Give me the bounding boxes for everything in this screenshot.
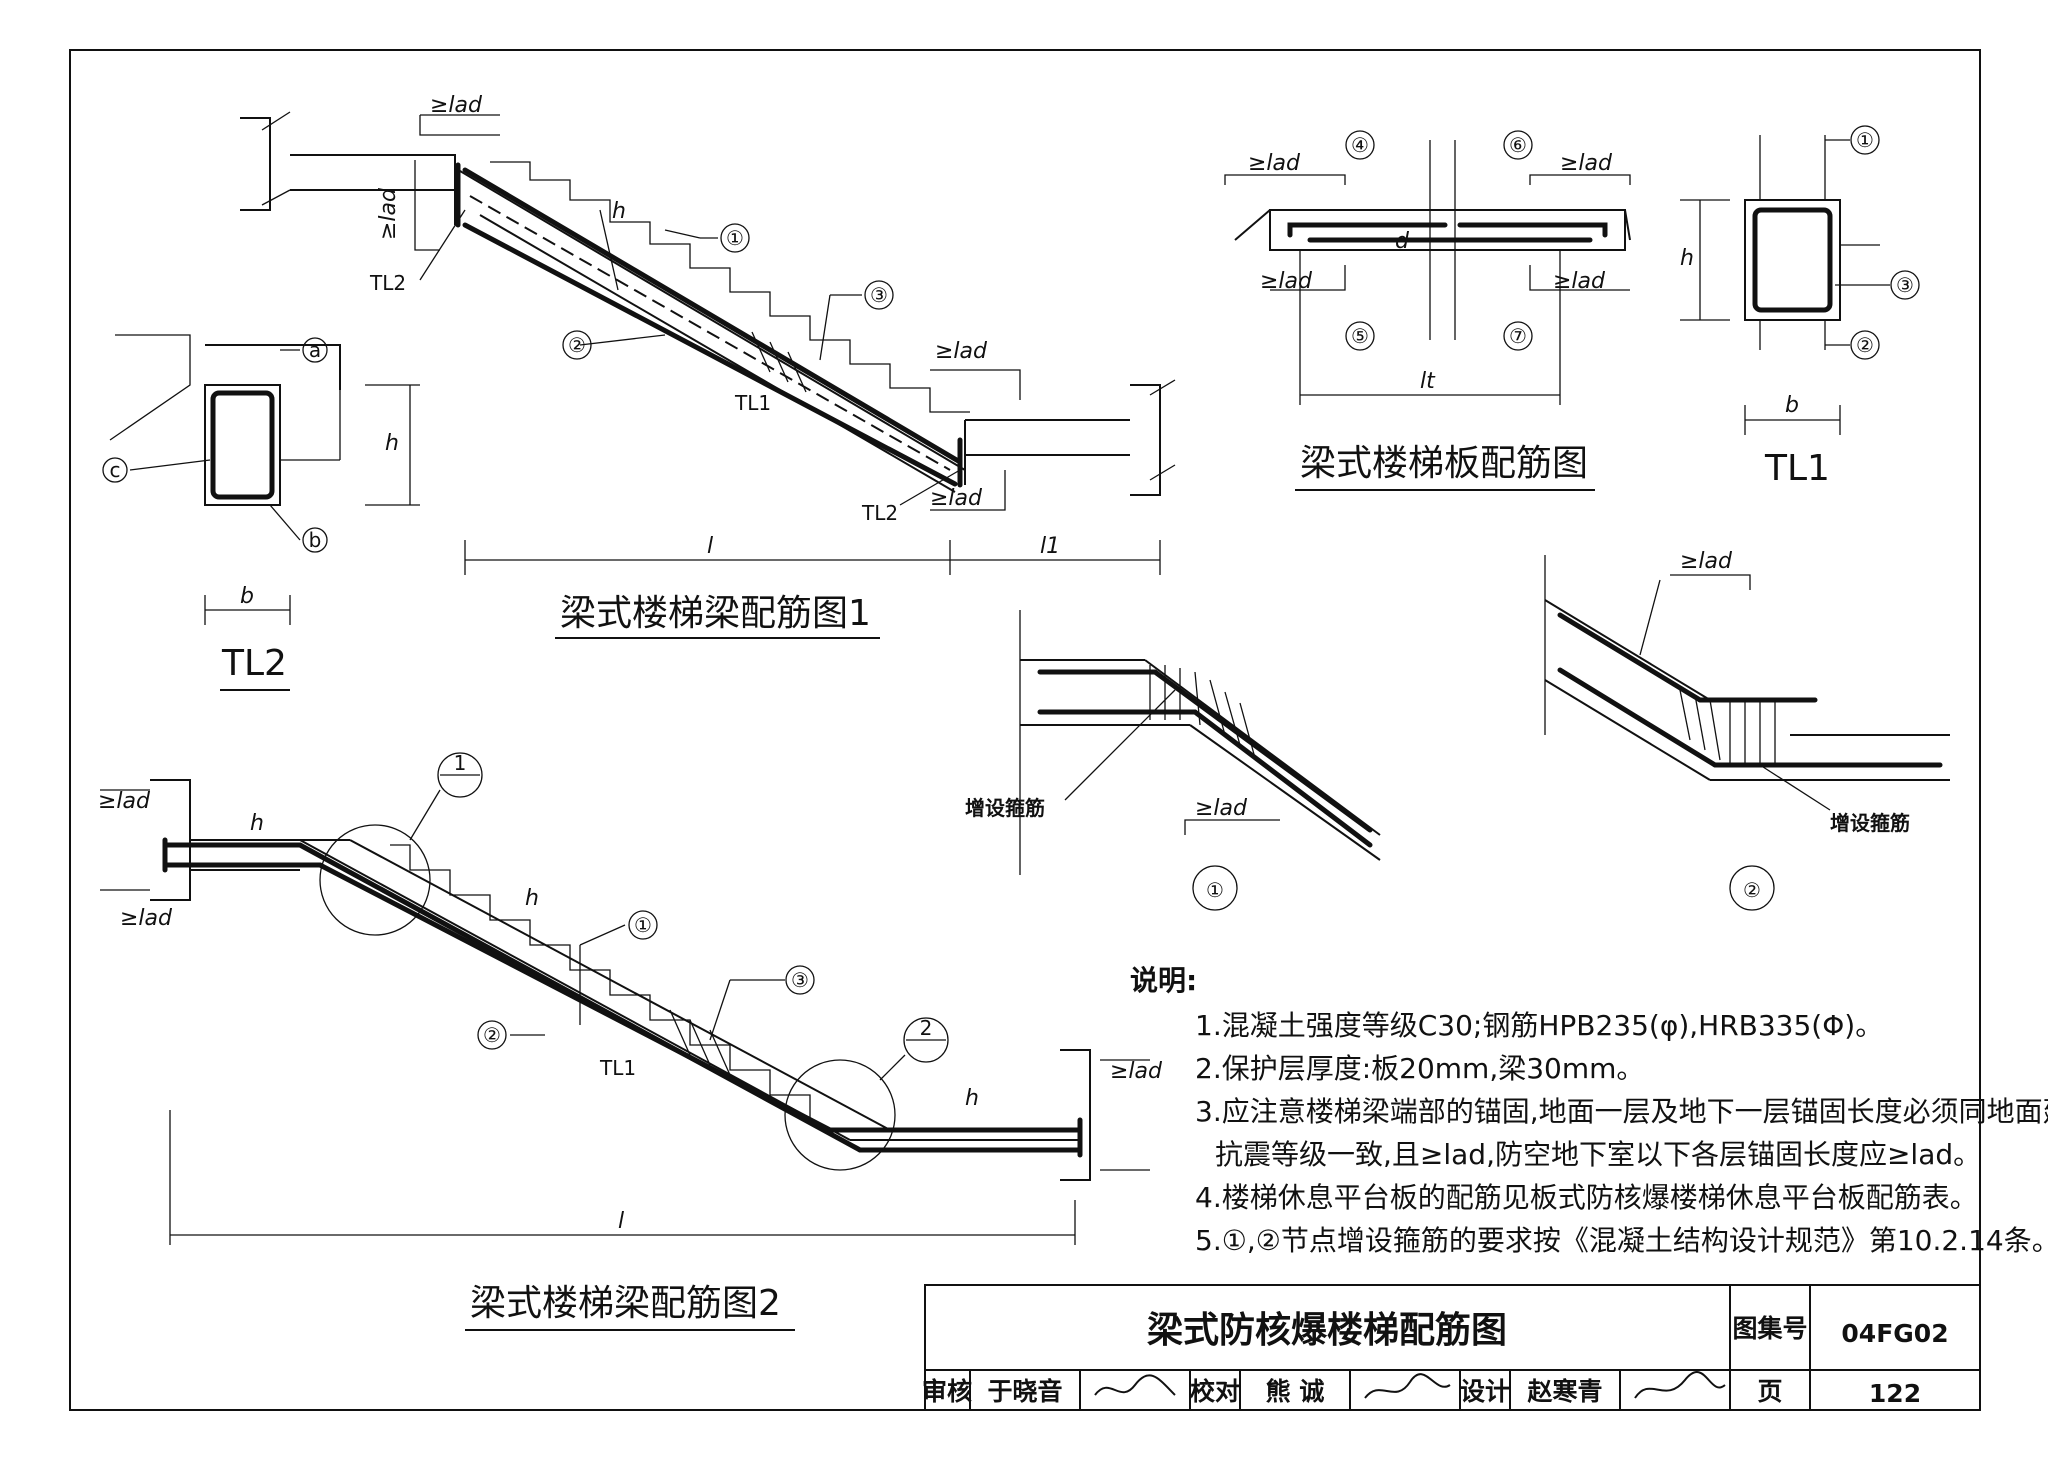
- node-1-label: ①: [1206, 878, 1224, 902]
- note-3-cont: 抗震等级一致,且≥lad,防空地下室以下各层锚固长度应≥lad。: [1215, 1138, 1981, 1171]
- marker-2: ②: [483, 1023, 501, 1047]
- drawing-title: 梁式防核爆楼梯配筋图: [1147, 1310, 1507, 1351]
- notes: 说明: 1.混凝土强度等级C30;钢筋HPB235(φ),HRB335(Φ)。 …: [1130, 964, 2048, 1257]
- marker-a: a: [309, 338, 321, 362]
- anchor-label: ≥lad: [376, 187, 401, 240]
- marker-1: ①: [634, 913, 652, 937]
- marker-2: ②: [1856, 333, 1874, 357]
- anchor-label: ≥lad: [930, 486, 983, 511]
- beam-label: TL1: [599, 1056, 636, 1080]
- check-label: 校对: [1190, 1377, 1240, 1406]
- anchor-label: ≥lad: [1110, 1059, 1163, 1084]
- reviewer: 于晓音: [987, 1377, 1062, 1406]
- marker-3-label: ③: [870, 283, 888, 307]
- anchor-label: ≥lad: [1248, 151, 1301, 176]
- l-label: l: [618, 1209, 624, 1234]
- node-2-detail: ② 增设箍筋 ≥lad: [1544, 549, 1950, 911]
- h-label: h: [525, 886, 539, 911]
- l-label: l: [707, 534, 713, 559]
- marker-1: [720, 223, 750, 253]
- designer: 赵寒青: [1526, 1377, 1602, 1406]
- stair-beam-diagram-2: 1 2 ① ② ③ ≥lad ≥lad ≥lad h h h TL1 l 梁式楼…: [98, 751, 1163, 1331]
- marker-6: ⑥: [1509, 133, 1527, 157]
- marker-3: [864, 280, 894, 310]
- anchor-label: ≥lad: [430, 93, 483, 118]
- stair-beam-diagram-1: ① ② ③ ≥lad ≥lad ≥lad ≥lad h TL2 TL2 TL1 …: [240, 93, 1176, 639]
- node-2-label: ②: [1743, 878, 1761, 902]
- anchor-label: ≥lad: [1553, 269, 1606, 294]
- h-label: h: [612, 199, 626, 224]
- anchor-label: ≥lad: [98, 789, 151, 814]
- tl2-section: a b c h b TL2: [102, 334, 420, 691]
- anchor-label: ≥lad: [935, 339, 988, 364]
- diagram-2-title: 梁式楼梯梁配筋图2: [470, 1283, 781, 1324]
- marker-1: ①: [1856, 128, 1874, 152]
- page-label: 页: [1757, 1377, 1782, 1406]
- note-2: 2.保护层厚度:板20mm,梁30mm。: [1195, 1052, 1644, 1085]
- designer-signature: [1634, 1371, 1726, 1399]
- marker-3: ③: [791, 968, 809, 992]
- h-label: h: [250, 811, 264, 836]
- notes-heading: 说明:: [1130, 964, 1197, 997]
- h-label: h: [385, 431, 399, 456]
- lt-label: lt: [1420, 369, 1436, 394]
- node-2-note: 增设箍筋: [1830, 811, 1910, 835]
- note-1: 1.混凝土强度等级C30;钢筋HPB235(φ),HRB335(Φ)。: [1195, 1009, 1883, 1042]
- d-label: d: [1395, 229, 1410, 254]
- marker-2: [562, 330, 592, 360]
- h-label: h: [965, 1086, 979, 1111]
- slab-diagram: ④ ⑤ ⑥ ⑦ ≥lad ≥lad ≥lad ≥lad d lt 梁式楼梯板配筋…: [1224, 130, 1631, 491]
- anchor-label: ≥lad: [120, 906, 173, 931]
- l1-label: l1: [1040, 534, 1060, 559]
- anchor-label: ≥lad: [1680, 549, 1733, 574]
- atlas-no: 04FG02: [1841, 1319, 1948, 1348]
- page-number: 122: [1869, 1379, 1921, 1408]
- tl1-title: TL1: [1764, 448, 1830, 489]
- marker-c: c: [110, 458, 121, 482]
- anchor-label: ≥lad: [1560, 151, 1613, 176]
- reviewer-signature: [1094, 1374, 1176, 1396]
- atlas-no-label: 图集号: [1732, 1314, 1807, 1343]
- node-1-note: 增设箍筋: [965, 796, 1045, 820]
- marker-5: ⑤: [1351, 324, 1369, 348]
- marker-2-label: ②: [568, 333, 586, 357]
- marker-7: ⑦: [1509, 324, 1527, 348]
- diagram-1-title: 梁式楼梯梁配筋图1: [560, 593, 871, 634]
- marker-4: ④: [1351, 133, 1369, 157]
- beam-label: TL1: [734, 391, 771, 415]
- tl1-section: ① ② ③ h b TL1: [1680, 125, 1920, 489]
- tl2-title: TL2: [221, 643, 287, 684]
- node-ref-2: 2: [920, 1016, 933, 1040]
- node-1-detail: ① 增设箍筋 ≥lad: [965, 610, 1381, 911]
- title-block: 梁式防核爆楼梯配筋图 图集号 04FG02 审核 于晓音 校对 熊 诚 设计 赵…: [922, 1284, 1981, 1411]
- marker-1-label: ①: [726, 226, 744, 250]
- h-label: h: [1680, 246, 1694, 271]
- note-4: 4.楼梯休息平台板的配筋见板式防核爆楼梯休息平台板配筋表。: [1195, 1181, 1978, 1214]
- design-label: 设计: [1460, 1377, 1510, 1406]
- note-5: 5.①,②节点增设箍筋的要求按《混凝土结构设计规范》第10.2.14条。: [1195, 1224, 2048, 1257]
- b-label: b: [1785, 393, 1799, 418]
- tl2-callout: TL2: [861, 501, 898, 525]
- checker: 熊 诚: [1266, 1377, 1325, 1406]
- checker-signature: [1364, 1373, 1451, 1399]
- slab-title: 梁式楼梯板配筋图: [1300, 443, 1588, 484]
- note-3: 3.应注意楼梯梁端部的锚固,地面一层及地下一层锚固长度必须同地面建筑: [1195, 1095, 2048, 1128]
- tl2-callout: TL2: [369, 271, 406, 295]
- marker-b: b: [309, 528, 322, 552]
- review-label: 审核: [922, 1377, 972, 1406]
- node-ref-1: 1: [454, 751, 467, 775]
- anchor-label: ≥lad: [1260, 269, 1313, 294]
- marker-3: ③: [1896, 273, 1914, 297]
- anchor-label: ≥lad: [1195, 796, 1248, 821]
- b-label: b: [240, 584, 254, 609]
